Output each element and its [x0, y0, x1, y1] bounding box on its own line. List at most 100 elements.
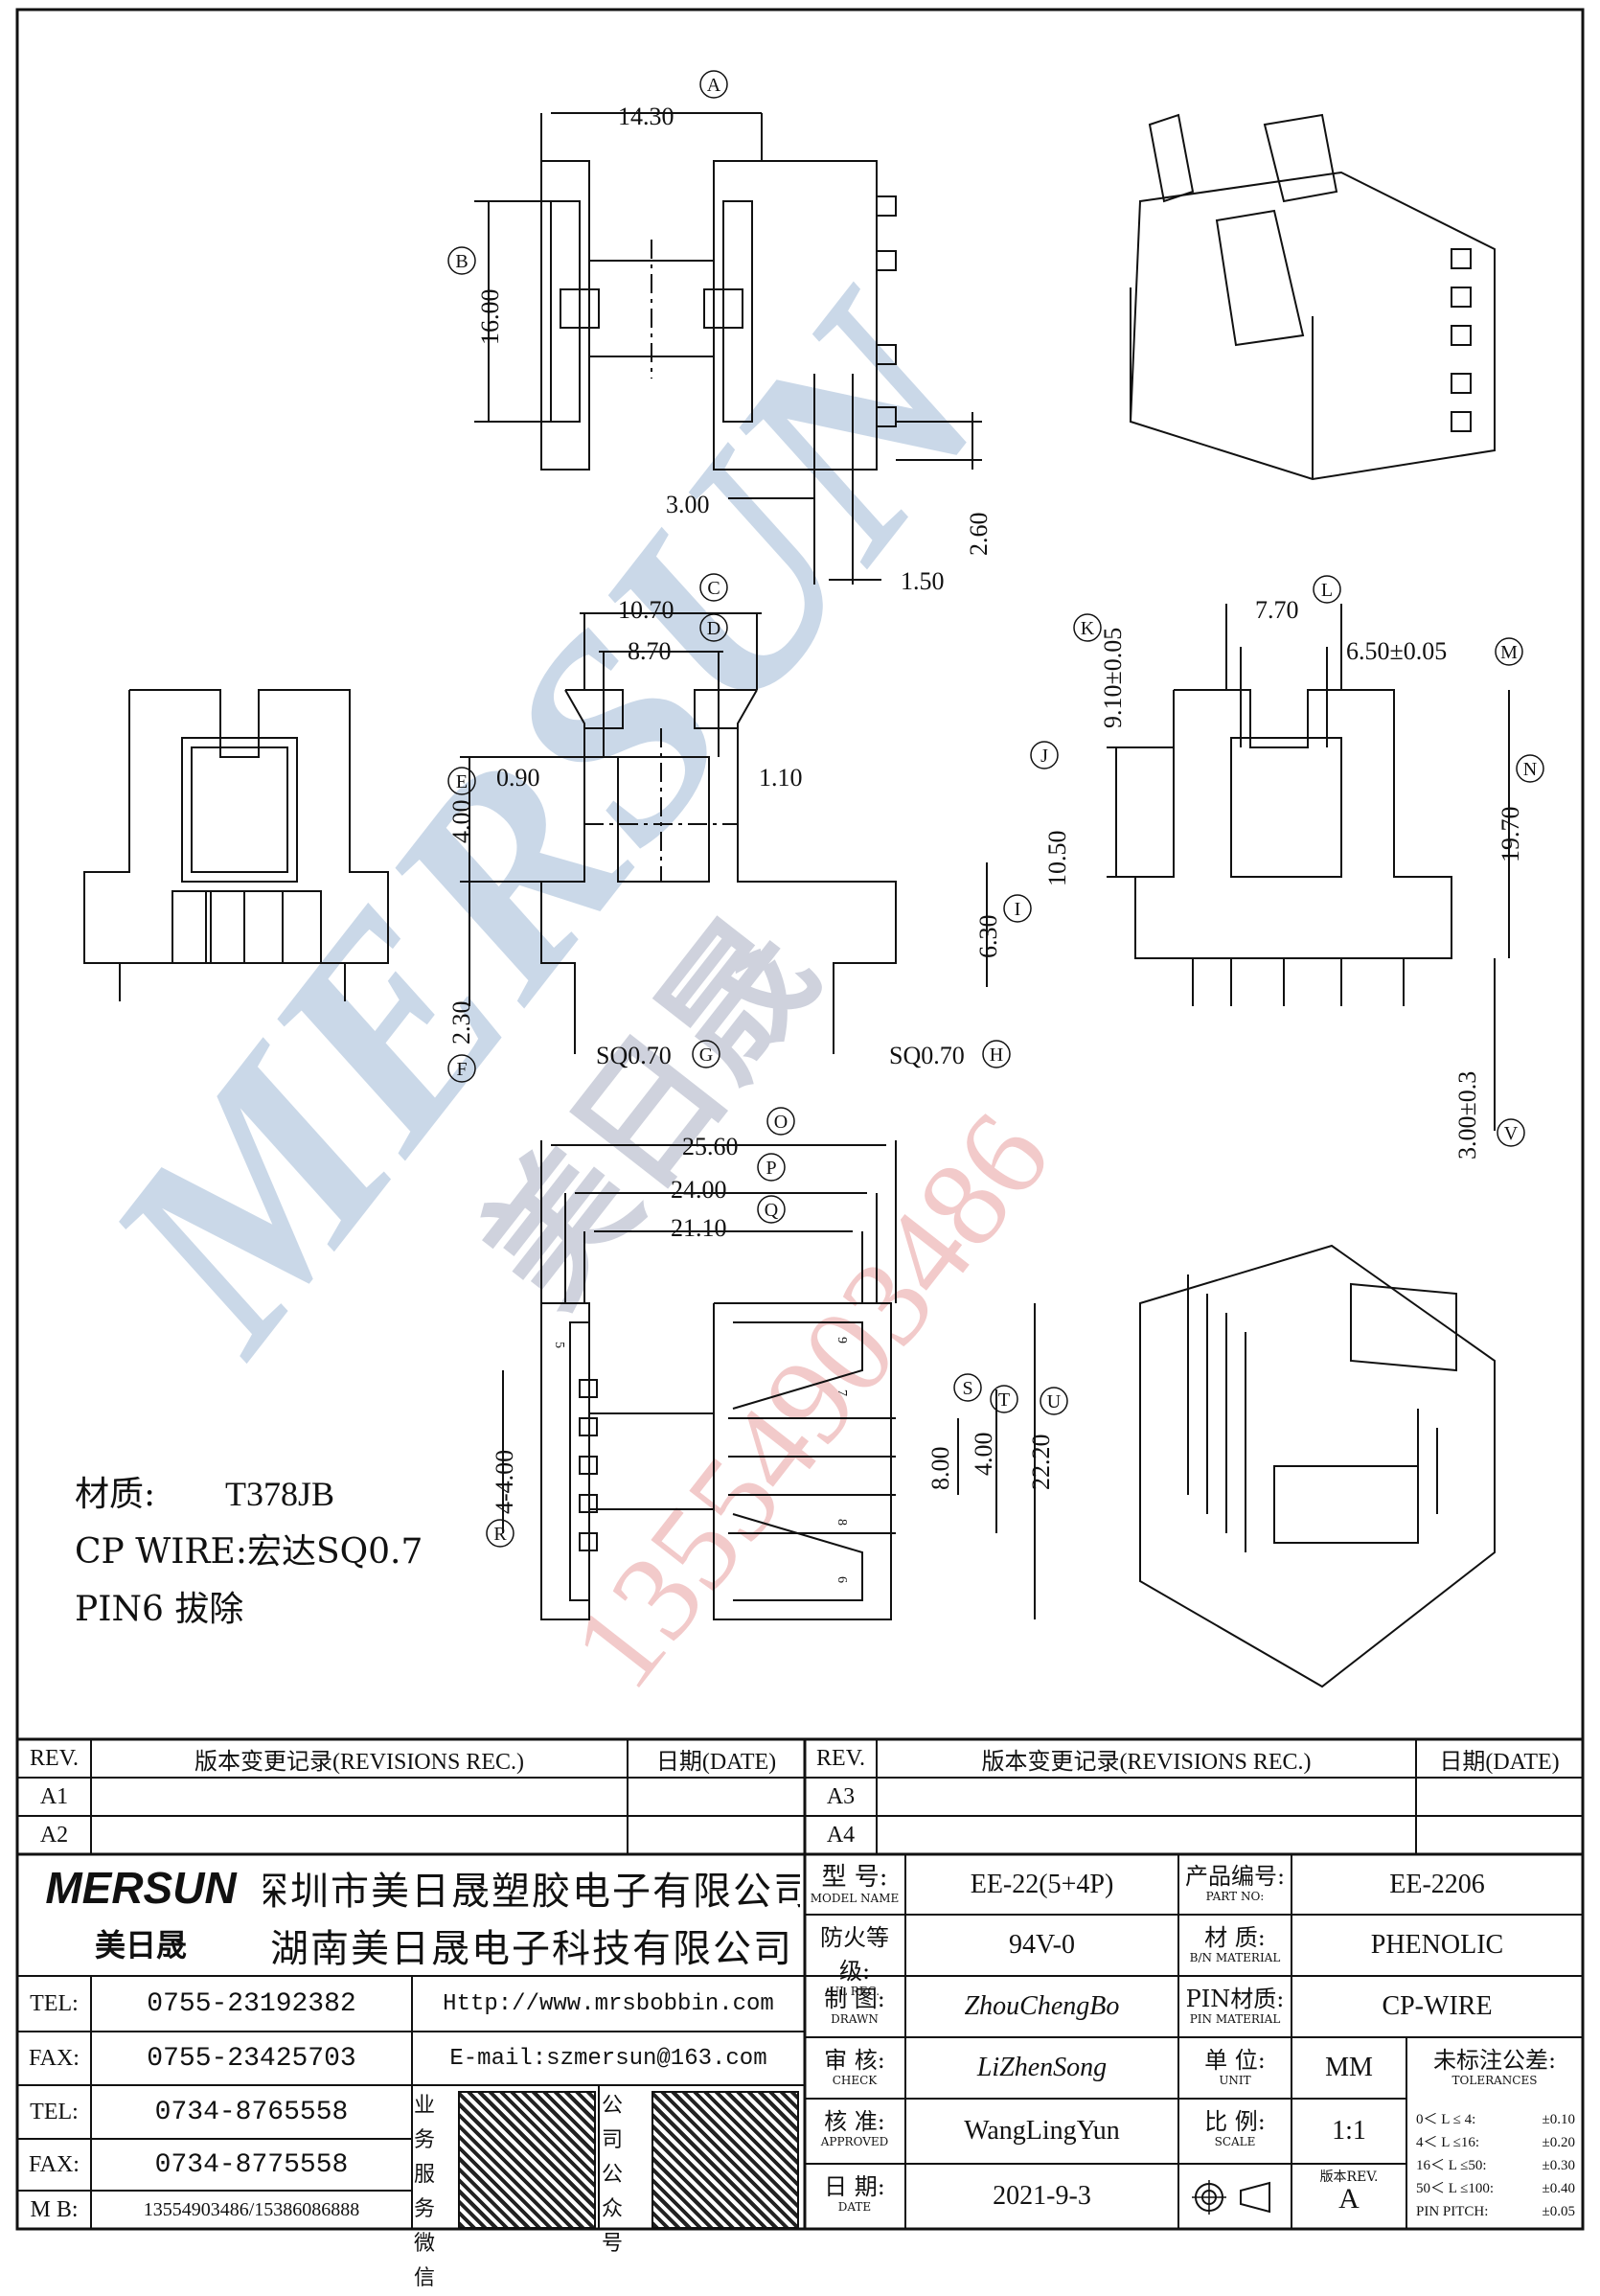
rev-row-a1: A1: [39, 1783, 69, 1809]
tolerance-value: ±0.30: [1542, 2158, 1575, 2173]
balloon-J-circle: [1030, 741, 1059, 769]
unit-label-en: UNIT: [1219, 2074, 1251, 2087]
dim-top-b: 2.60: [965, 513, 993, 557]
pin-labels: 5 9 7 8 6: [552, 1337, 849, 1583]
contact-value-3: 0734-8775558: [154, 2149, 349, 2180]
note-wire: CP WIRE:宏达SQ0.7: [75, 1532, 423, 1572]
balloon-F: F: [456, 1059, 467, 1080]
dim-S: 8.00: [926, 1447, 954, 1491]
balloon-V-circle: [1497, 1118, 1525, 1147]
balloon-C-circle: [699, 573, 728, 602]
title-block-lines: [17, 1737, 1583, 2229]
tolerance-value: ±0.05: [1542, 2204, 1575, 2219]
company-email[interactable]: E-mail:szmersun@163.com: [449, 2045, 767, 2072]
pin-label-9: 9: [834, 1337, 849, 1343]
drawn-label-cell: 制 图: DRAWN: [807, 1980, 903, 2035]
company-name-2: 湖南美日晟电子科技有限公司: [270, 1927, 793, 1971]
unit-label: 单 位:: [1204, 2047, 1266, 2074]
model-label-en: MODEL NAME: [810, 1892, 900, 1905]
contact-label-0: TEL:: [30, 1990, 79, 2016]
approved-label-cell: 核 准: APPROVED: [807, 2102, 903, 2162]
contact-value-0: 0755-23192382: [147, 1988, 356, 2019]
dim-V: 3.00±0.3: [1453, 1071, 1481, 1159]
scale-label-cell: 比 例: SCALE: [1180, 2102, 1290, 2162]
ul-label-en: UL REC.: [829, 1985, 880, 1998]
balloon-U: U: [1047, 1391, 1062, 1412]
balloon-S: S: [962, 1378, 972, 1399]
note-pin: PIN6 拔除: [75, 1590, 244, 1629]
projection-symbol-icon: [1192, 2180, 1270, 2215]
part-value: EE-2206: [1389, 1869, 1485, 1899]
balloon-A-circle: [699, 70, 728, 99]
company-logo-cn: 美日晟: [94, 1926, 187, 1963]
balloon-K: K: [1081, 618, 1095, 639]
dim-top-a: 3.00: [666, 491, 710, 518]
ul-label: 防火等级:: [820, 1924, 889, 1985]
tolerance-row: PIN PITCH:±0.05: [1410, 2200, 1581, 2223]
dim-P: 24.00: [671, 1176, 727, 1204]
qr2-label: 公司 公众 号: [602, 2089, 640, 2262]
balloon-V: V: [1504, 1123, 1519, 1144]
qr1-label-1: 服务: [414, 2163, 436, 2221]
rev-date-header-right: 日期(DATE): [1439, 1749, 1560, 1775]
qr1-code-icon: [458, 2091, 596, 2229]
approved-label: 核 准:: [824, 2108, 885, 2135]
balloon-E-circle: [447, 767, 476, 795]
part-label-cell: 产品编号: PART NO:: [1180, 1857, 1290, 1913]
drawn-label-en: DRAWN: [831, 2012, 879, 2026]
dim-U: 22.20: [1027, 1435, 1055, 1491]
tolerance-value: ±0.20: [1542, 2135, 1575, 2150]
front-view: [460, 612, 988, 1054]
balloon-G-circle: [692, 1040, 720, 1068]
model-label-cell: 型 号: MODEL NAME: [807, 1857, 903, 1913]
qr2-label-2: 号: [602, 2232, 624, 2256]
qr2-code-icon: [651, 2091, 799, 2229]
tolerance-header: 未标注公差: TOLERANCES: [1408, 2041, 1581, 2086]
dim-top-c: 1.50: [901, 567, 945, 595]
balloon-M-circle: [1495, 637, 1523, 666]
bn-material-label-en: B/N MATERIAL: [1189, 1951, 1281, 1964]
balloon-R-circle: [486, 1519, 514, 1548]
contact-value-1: 0755-23425703: [147, 2043, 356, 2074]
bn-material-label-cell: 材 质: B/N MATERIAL: [1180, 1918, 1290, 1974]
balloon-H-circle: [982, 1040, 1011, 1068]
balloon-T: T: [998, 1389, 1010, 1411]
bn-material-label: 材 质:: [1204, 1924, 1266, 1951]
dim-K: 9.10±0.05: [1099, 628, 1127, 728]
drawing-lines: [17, 112, 1583, 2229]
tolerance-row: 0＜ L ≤ 4:±0.10: [1410, 2108, 1581, 2131]
dim-A: 14.30: [618, 103, 674, 130]
company-http[interactable]: Http://www.mrsbobbin.com: [443, 1990, 774, 2017]
pin-material-label: PIN材质:: [1185, 1986, 1285, 2012]
rev-row-a4: A4: [826, 1822, 856, 1848]
balloon-Q-circle: [757, 1195, 786, 1224]
balloon-A: A: [707, 75, 721, 96]
balloon-J: J: [1040, 746, 1048, 767]
tolerance-range: 0＜ L ≤ 4:: [1416, 2112, 1476, 2127]
version-cell: 版本REV. A: [1293, 2168, 1405, 2227]
balloon-P: P: [766, 1158, 776, 1179]
balloon-I-circle: [1003, 894, 1032, 923]
qr2-label-0: 公司: [602, 2094, 624, 2152]
side-view-left: [83, 689, 389, 1001]
balloon-N: N: [1523, 759, 1537, 780]
company-logo: MERSUN: [45, 1863, 237, 1913]
balloon-T-circle: [990, 1385, 1018, 1413]
model-label: 型 号:: [821, 1863, 888, 1892]
balloon-E: E: [456, 771, 468, 792]
check-label-en: CHECK: [832, 2074, 878, 2087]
dim-M: 6.50±0.05: [1346, 637, 1447, 665]
qr2-label-1: 公众: [602, 2163, 624, 2221]
pin-label-7: 7: [834, 1389, 849, 1396]
dimension-labels: 14.30 16.00 3.00 2.60 1.50 10.70 8.70 0.…: [447, 103, 1524, 1514]
isometric-view-top: [1129, 113, 1496, 481]
drawing-frame: [15, 8, 1585, 2231]
rev-header-right: REV.: [816, 1745, 865, 1771]
balloon-I: I: [1015, 899, 1021, 920]
part-label: 产品编号:: [1184, 1863, 1286, 1890]
note-material: 材质: T378JB: [75, 1466, 334, 1516]
rev-date-header-left: 日期(DATE): [655, 1749, 777, 1775]
dim-F2: 2.30: [447, 1001, 475, 1045]
version-value: A: [1338, 2183, 1360, 2215]
